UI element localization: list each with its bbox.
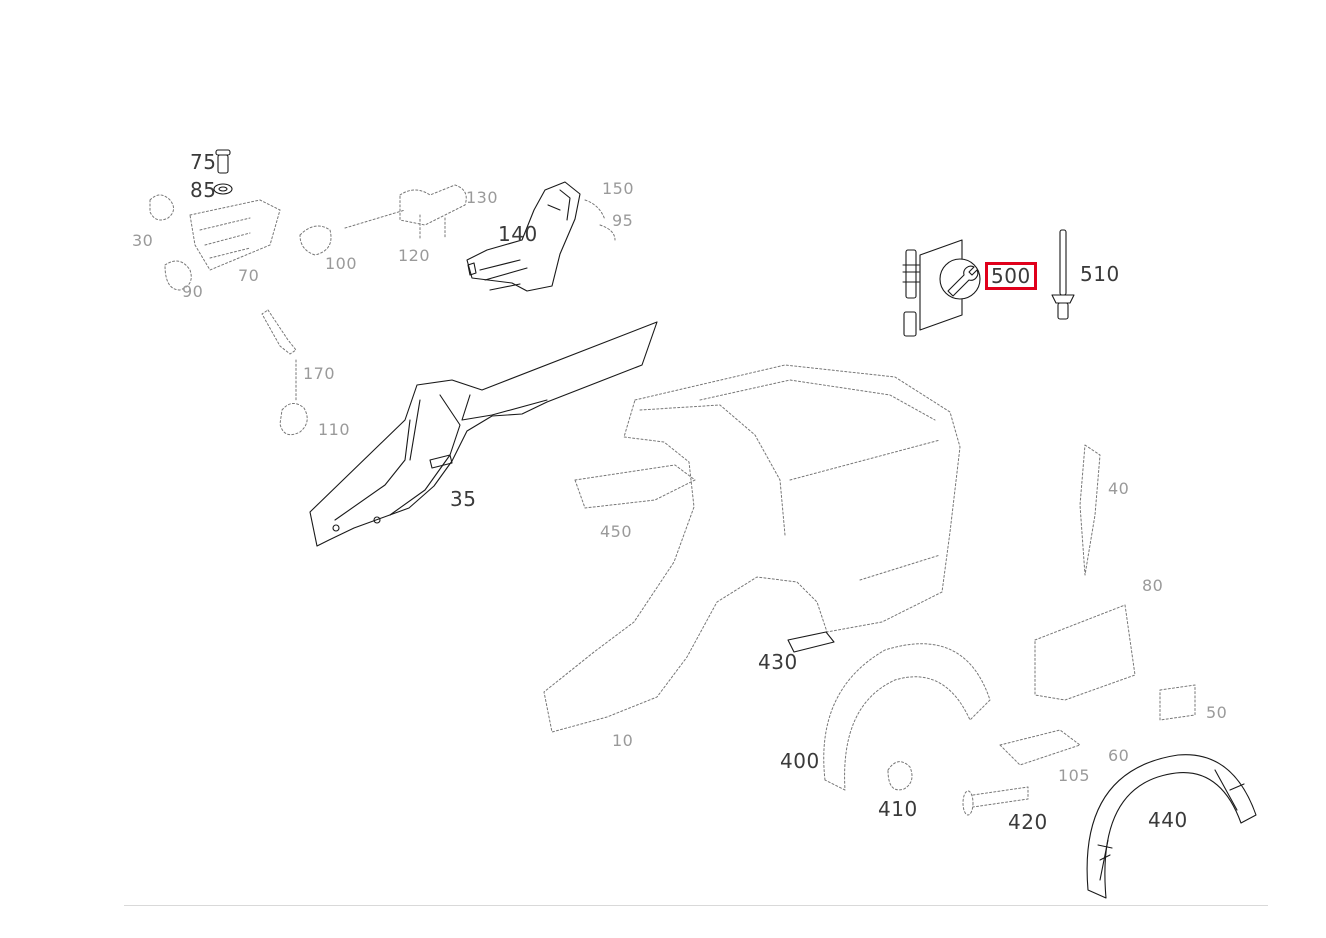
callout-faded-30: 30 [132, 231, 154, 250]
callout-430[interactable]: 430 [758, 650, 798, 674]
callout-85[interactable]: 85 [190, 178, 217, 202]
callout-faded-40: 40 [1108, 479, 1130, 498]
callout-faded-10: 10 [612, 731, 634, 750]
callout-75[interactable]: 75 [190, 150, 217, 174]
callout-faded-110: 110 [318, 420, 351, 439]
part-500-repair-kit [902, 239, 981, 337]
part-85-grommet [213, 183, 233, 195]
quarter-panel-faded [543, 364, 961, 733]
callout-faded-60: 60 [1108, 746, 1130, 765]
callout-400[interactable]: 400 [780, 749, 820, 773]
part-440-wheelhouse-liner [1086, 754, 1257, 899]
callout-140[interactable]: 140 [498, 222, 538, 246]
part-430-pad [787, 631, 835, 653]
callout-510[interactable]: 510 [1080, 262, 1120, 286]
callout-faded-450: 450 [600, 522, 633, 541]
hinge-assembly-faded [149, 184, 616, 291]
check-strap-faded [261, 309, 308, 436]
callout-420[interactable]: 420 [1008, 810, 1048, 834]
callout-faded-70: 70 [238, 266, 260, 285]
callout-faded-80: 80 [1142, 576, 1164, 595]
part-420-screw [962, 786, 1029, 816]
part-35-side-panel [309, 321, 658, 547]
part-410-clip [887, 761, 913, 791]
callout-500-highlighted[interactable]: 500 [985, 262, 1037, 290]
callout-faded-170: 170 [303, 364, 336, 383]
callout-35[interactable]: 35 [450, 487, 477, 511]
callout-faded-95: 95 [612, 211, 634, 230]
part-75-cap [215, 149, 231, 174]
callout-faded-100: 100 [325, 254, 358, 273]
callout-faded-50: 50 [1206, 703, 1228, 722]
part-510-bolt [1051, 229, 1075, 320]
part-140-bracket [466, 181, 581, 292]
callout-faded-120: 120 [398, 246, 431, 265]
bottom-divider [124, 905, 1268, 906]
callout-faded-130: 130 [466, 188, 499, 207]
callout-faded-105: 105 [1058, 766, 1091, 785]
wheel-arch-faded [823, 444, 1196, 791]
callout-faded-90: 90 [182, 282, 204, 301]
callout-410[interactable]: 410 [878, 797, 918, 821]
callout-faded-150: 150 [602, 179, 635, 198]
callout-440[interactable]: 440 [1148, 808, 1188, 832]
